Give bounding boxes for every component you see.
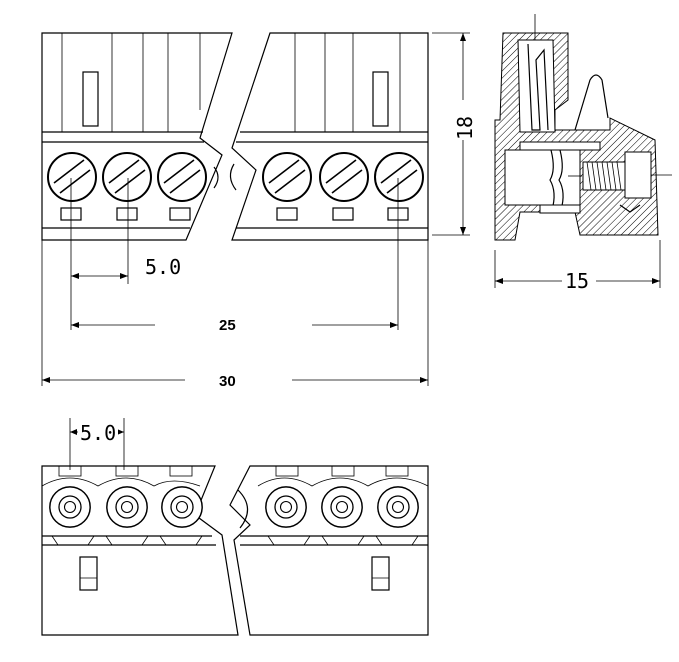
mating-face-view: 5.0 [41,418,429,636]
dimension-pitch-top: 5.0 [145,255,181,279]
dimension-pitch-bottom: 5.0 [80,421,116,445]
side-view-dimensions: 15 [494,240,661,293]
side-section-view [494,14,672,241]
dimension-height-18: 18 [453,116,477,140]
dimension-span-25: 25 [219,317,236,334]
front-view [41,32,429,241]
dimension-width-30: 30 [219,373,236,390]
side-screw-bolt [582,151,672,199]
dimension-depth-15: 15 [565,269,589,293]
front-view-dimensions: 5.0 25 30 18 [41,32,477,390]
